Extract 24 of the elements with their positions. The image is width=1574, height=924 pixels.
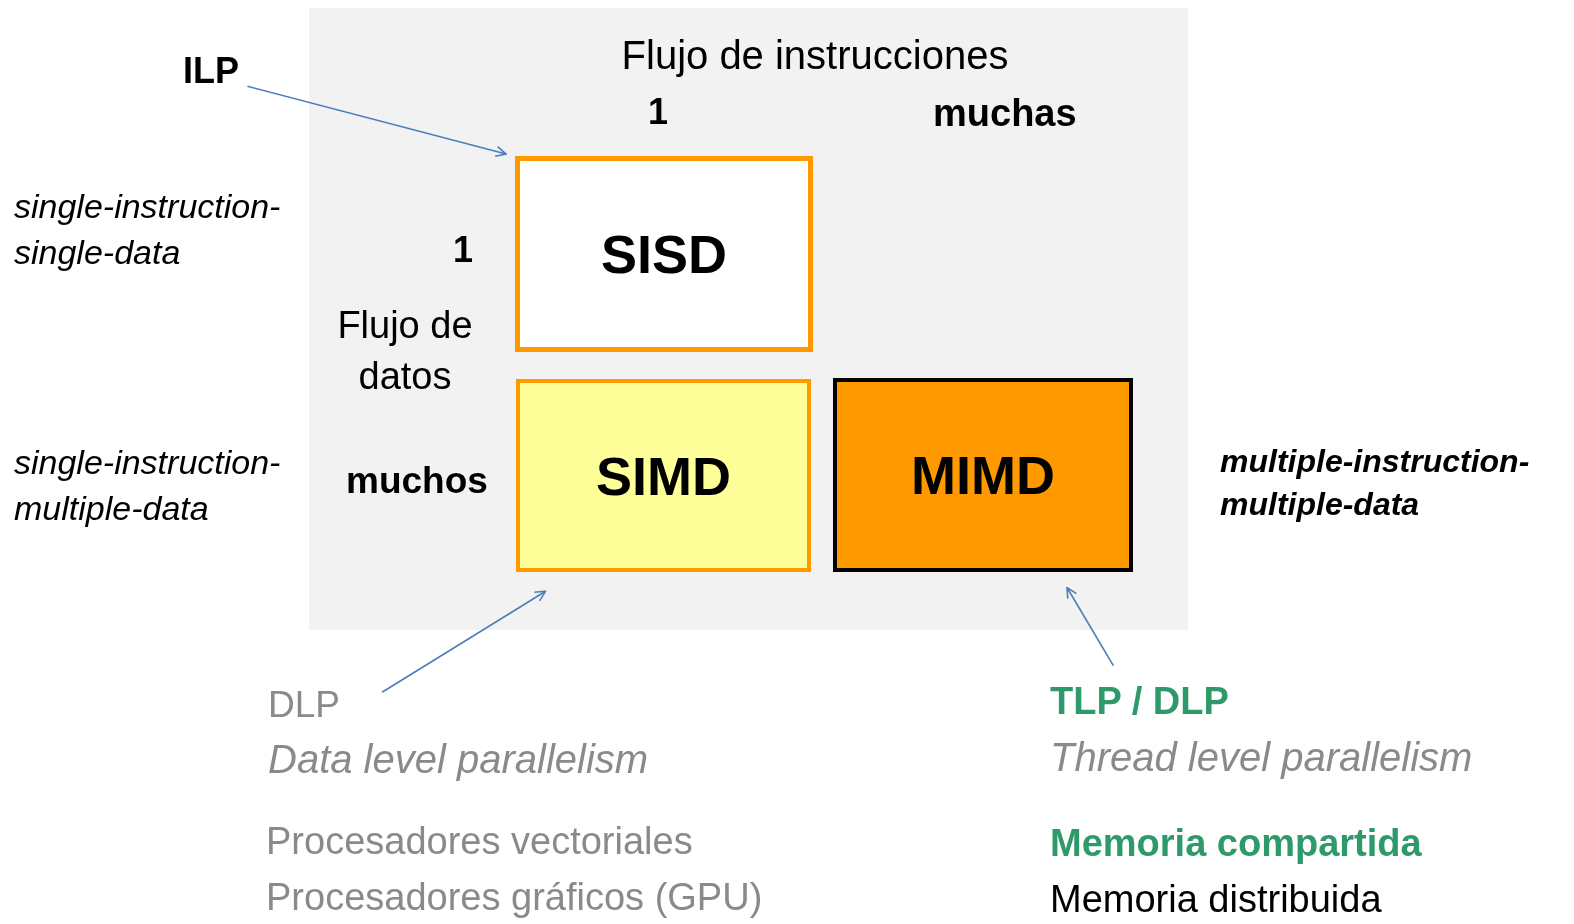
- category-description: single-instruction-single-data: [14, 186, 282, 273]
- description-text: Thread level parallelism: [1050, 733, 1473, 781]
- example-text: Procesadores gráficos (GPU): [266, 875, 763, 920]
- category-box: MIMD: [833, 378, 1133, 572]
- axis-value: 1: [453, 228, 474, 272]
- arrow: [246, 85, 507, 158]
- arrow: [1066, 586, 1115, 667]
- axis-title: Flujo de instrucciones: [620, 32, 1010, 79]
- acronym-text: DLP: [268, 683, 340, 727]
- category-description: single-instruction-multiple-data: [14, 442, 282, 529]
- axis-title: Flujo de datos: [336, 303, 474, 400]
- category-box: SIMD: [516, 379, 811, 572]
- arrow: [381, 590, 547, 694]
- memory-type-text: Memoria compartida: [1050, 821, 1422, 866]
- axis-value: muchos: [346, 459, 488, 503]
- acronym-text: TLP / DLP: [1050, 679, 1229, 724]
- category-description: multiple-instruction-multiple-data: [1220, 442, 1531, 525]
- memory-type-text: Memoria distribuida: [1050, 877, 1382, 922]
- tag-text: ILP: [183, 48, 239, 93]
- axis-value: muchas: [933, 91, 1077, 136]
- description-text: Data level parallelism: [268, 736, 649, 784]
- example-text: Procesadores vectoriales: [266, 819, 693, 864]
- axis-value: 1: [648, 90, 669, 134]
- category-box: SISD: [515, 156, 813, 352]
